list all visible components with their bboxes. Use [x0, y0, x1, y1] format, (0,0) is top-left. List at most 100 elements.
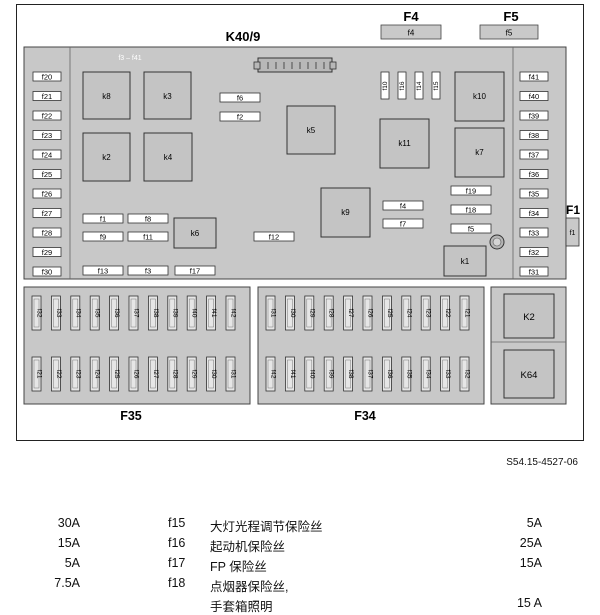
- fuse-f13-label: f13: [98, 267, 108, 276]
- relay-k9: [320, 187, 371, 238]
- fuse-f12-label: f12: [269, 233, 279, 242]
- mini-fuse-f24-element: [403, 298, 410, 328]
- mini-fuse-f40: [186, 295, 197, 331]
- mini-fuse-f34: [70, 295, 81, 331]
- fuse-f9: [82, 231, 124, 242]
- relay-k4: [143, 132, 193, 182]
- fuse-f4-inner-label: f4: [400, 202, 406, 211]
- relay-k8: [82, 71, 131, 120]
- fuse-f6: [219, 92, 261, 103]
- legend-left-rating: 5A: [64, 556, 80, 570]
- relay-k1: [443, 245, 487, 277]
- fuse-f4-inner: [382, 200, 424, 211]
- diagram-code: S54.15-4527-06: [506, 457, 578, 468]
- mini-fuse-f39-label: f39: [328, 369, 335, 378]
- mini-fuse-f42: [225, 295, 236, 331]
- fuse-f37: [519, 149, 549, 160]
- mini-fuse-f33-element: [53, 298, 59, 328]
- mini-fuse-f29: [304, 295, 315, 331]
- mini-fuse-f21-element: [33, 359, 40, 389]
- legend-fuse-code: f18: [168, 576, 186, 590]
- fuse-f18: [450, 204, 492, 215]
- mini-fuse-f41-element: [287, 359, 293, 389]
- mini-fuse-f26: [362, 295, 373, 331]
- fuse-f36: [519, 169, 549, 179]
- fuse-f4-top: [380, 24, 442, 40]
- fuse-f4-top-label: f4: [408, 29, 415, 38]
- fuse-f32-label: f32: [529, 248, 539, 257]
- fuse-f5-top: [479, 24, 539, 40]
- mini-fuse-f23-element: [72, 359, 79, 389]
- label-f34: F34: [354, 409, 376, 423]
- relay-K2-label: K2: [523, 312, 535, 323]
- fuse-f26: [32, 188, 62, 199]
- relay-k11: [379, 118, 430, 169]
- fuse-f36-label: f36: [529, 170, 539, 179]
- fuse-f10-vertical-label: f10: [382, 81, 389, 90]
- fuse-f19: [450, 185, 492, 196]
- mini-fuse-f34: [420, 356, 431, 392]
- mini-fuse-f23-label: f23: [425, 308, 432, 317]
- mini-fuse-f37-label: f37: [133, 308, 140, 317]
- fuse-f2-label: f2: [237, 113, 243, 122]
- legend-fuse-code: f15: [168, 516, 186, 530]
- fuse-f30: [32, 266, 62, 277]
- fuse-f19-label: f19: [466, 187, 476, 196]
- relay-K64-label: K64: [521, 370, 538, 381]
- fuse-f39: [519, 110, 549, 121]
- mini-fuse-f35: [401, 356, 412, 392]
- mini-fuse-f32-element: [461, 359, 468, 389]
- legend-left-rating: 15A: [57, 536, 80, 550]
- mini-fuse-f36-label: f36: [386, 369, 393, 378]
- mini-fuse-f21: [31, 356, 42, 392]
- fuse-f17: [174, 265, 216, 276]
- mini-fuse-f40-label: f40: [191, 308, 198, 317]
- mini-fuse-f21: [459, 295, 470, 331]
- mini-fuse-f23-element: [422, 298, 429, 328]
- mini-fuse-f36-element: [111, 298, 117, 328]
- mini-fuse-f40: [304, 356, 315, 392]
- mini-fuse-f25: [109, 356, 119, 392]
- fuse-f21: [32, 91, 62, 101]
- mini-fuse-f30: [206, 356, 217, 392]
- relay-k10: [454, 71, 505, 122]
- mini-fuse-f29-element: [306, 298, 313, 328]
- mini-fuse-f34-element: [422, 359, 429, 389]
- relay-k2: [82, 132, 131, 182]
- fuse-f21-label: f21: [42, 92, 52, 101]
- mini-fuse-f25-element: [111, 359, 117, 389]
- mini-fuse-f30: [284, 295, 295, 331]
- mini-fuse-f41: [206, 295, 217, 331]
- mini-fuse-f22: [440, 295, 451, 331]
- relay-k10-label: k10: [473, 92, 486, 101]
- fuse-f12: [253, 231, 295, 242]
- fuse-f1-side-label: f1: [570, 230, 576, 237]
- relay-k6-label: k6: [191, 229, 200, 238]
- mini-fuse-f33-element: [442, 359, 448, 389]
- mini-fuse-f42: [265, 356, 276, 392]
- mini-fuse-f32-label: f32: [36, 308, 43, 317]
- fuse-f31-label: f31: [529, 268, 539, 277]
- mini-fuse-f26-label: f26: [133, 369, 140, 378]
- mini-fuse-f28-label: f28: [328, 308, 335, 317]
- fuse-f8: [127, 213, 169, 224]
- fuse-f2: [219, 111, 261, 122]
- fuse-f28: [32, 227, 62, 238]
- mini-fuse-f35-label: f35: [405, 369, 412, 378]
- fuse-f22: [32, 110, 62, 121]
- mini-fuse-f21-label: f21: [464, 308, 471, 317]
- fuse-f11-label: f11: [143, 233, 153, 242]
- mini-fuse-f21-element: [461, 298, 468, 328]
- mini-fuse-f22: [51, 356, 61, 392]
- mini-fuse-f27: [147, 356, 158, 392]
- fuse-f8-label: f8: [145, 215, 151, 224]
- mini-fuse-f39-element: [325, 359, 332, 389]
- relay-k7-label: k7: [475, 148, 484, 157]
- connector: [257, 57, 333, 73]
- fuse-f32: [519, 247, 549, 257]
- fuse-f16-vertical: [397, 71, 407, 100]
- relay-k5-label: k5: [307, 126, 316, 135]
